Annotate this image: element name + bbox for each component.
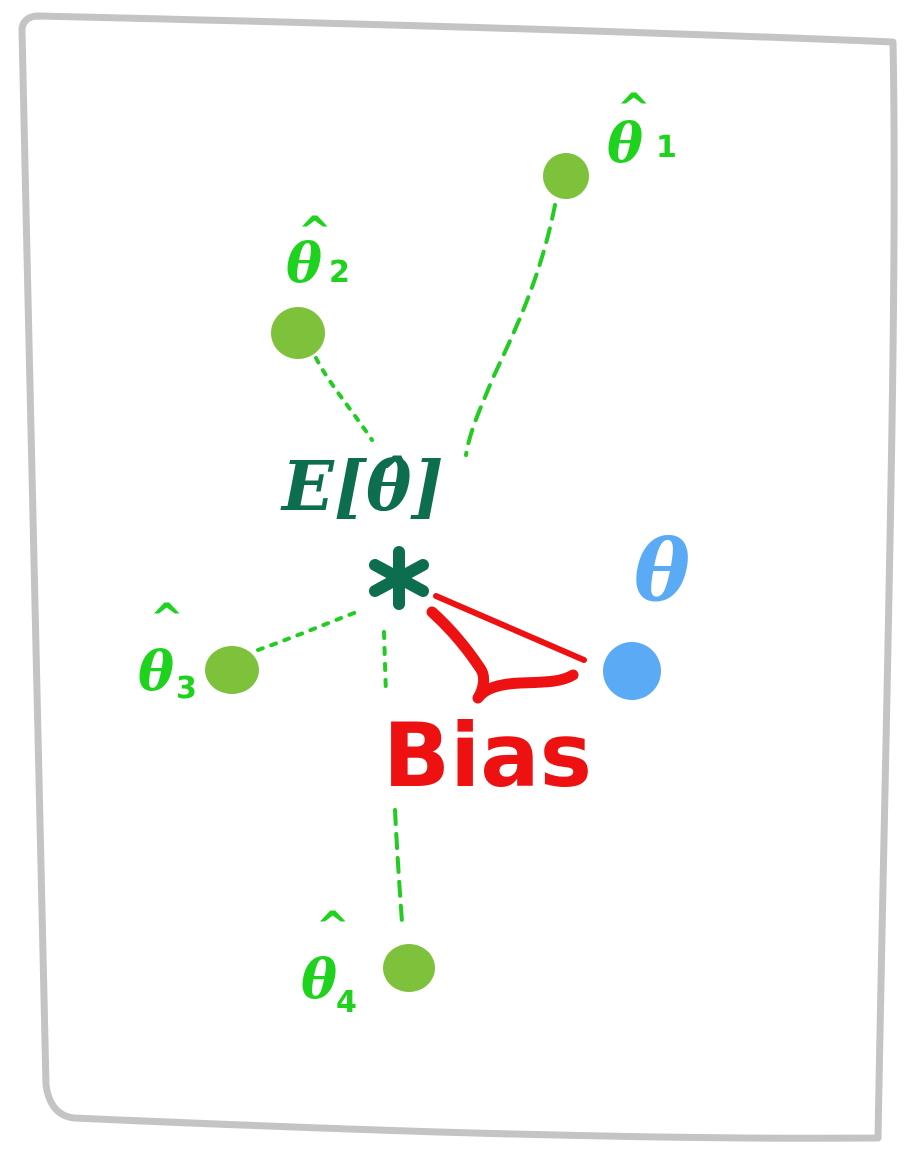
estimate-connectors bbox=[256, 203, 557, 924]
estimate-point-4 bbox=[383, 944, 435, 992]
estimate-label-3-symbol: θ bbox=[138, 639, 174, 703]
estimate-labels: ^ θ 1 ^ θ 2 ^ θ 3 ^ θ 4 bbox=[138, 86, 677, 1020]
true-parameter-point bbox=[603, 642, 661, 700]
bias-line bbox=[433, 593, 587, 663]
estimate-label-4-symbol: θ bbox=[301, 947, 337, 1011]
estimate-label-1-symbol: θ bbox=[607, 111, 643, 175]
bias-indicator bbox=[426, 593, 587, 704]
estimate-label-3-subscript: 3 bbox=[176, 671, 197, 706]
estimate-point-3 bbox=[205, 646, 259, 694]
estimate-points bbox=[205, 153, 589, 992]
estimate-label-3-accent: ^ bbox=[150, 596, 184, 642]
estimate-point-2 bbox=[271, 307, 325, 359]
estimate-label-1-accent: ^ bbox=[617, 86, 651, 132]
expectation-label: E[θ̂] bbox=[280, 447, 444, 527]
asterisk-icon bbox=[369, 546, 429, 610]
connector-estimate-3 bbox=[256, 608, 364, 652]
estimate-label-4-subscript: 4 bbox=[336, 985, 357, 1020]
bias-brace bbox=[426, 606, 579, 704]
estimate-label-2-symbol: θ bbox=[286, 231, 322, 295]
estimate-point-1 bbox=[543, 153, 589, 199]
connector-estimate-4 bbox=[393, 808, 404, 924]
connector-estimate-2 bbox=[314, 356, 374, 442]
estimate-label-4-accent: ^ bbox=[316, 904, 350, 950]
true-parameter-label: θ bbox=[634, 521, 690, 620]
frame-border bbox=[18, 12, 898, 1142]
connector-estimate-1 bbox=[464, 203, 557, 457]
estimate-label-1-subscript: 1 bbox=[656, 130, 677, 165]
estimate-label-2-subscript: 2 bbox=[329, 255, 350, 290]
bias-label: Bias bbox=[383, 704, 592, 807]
estimate-label-2-accent: ^ bbox=[298, 209, 332, 255]
connector-expectation-down bbox=[382, 630, 388, 697]
